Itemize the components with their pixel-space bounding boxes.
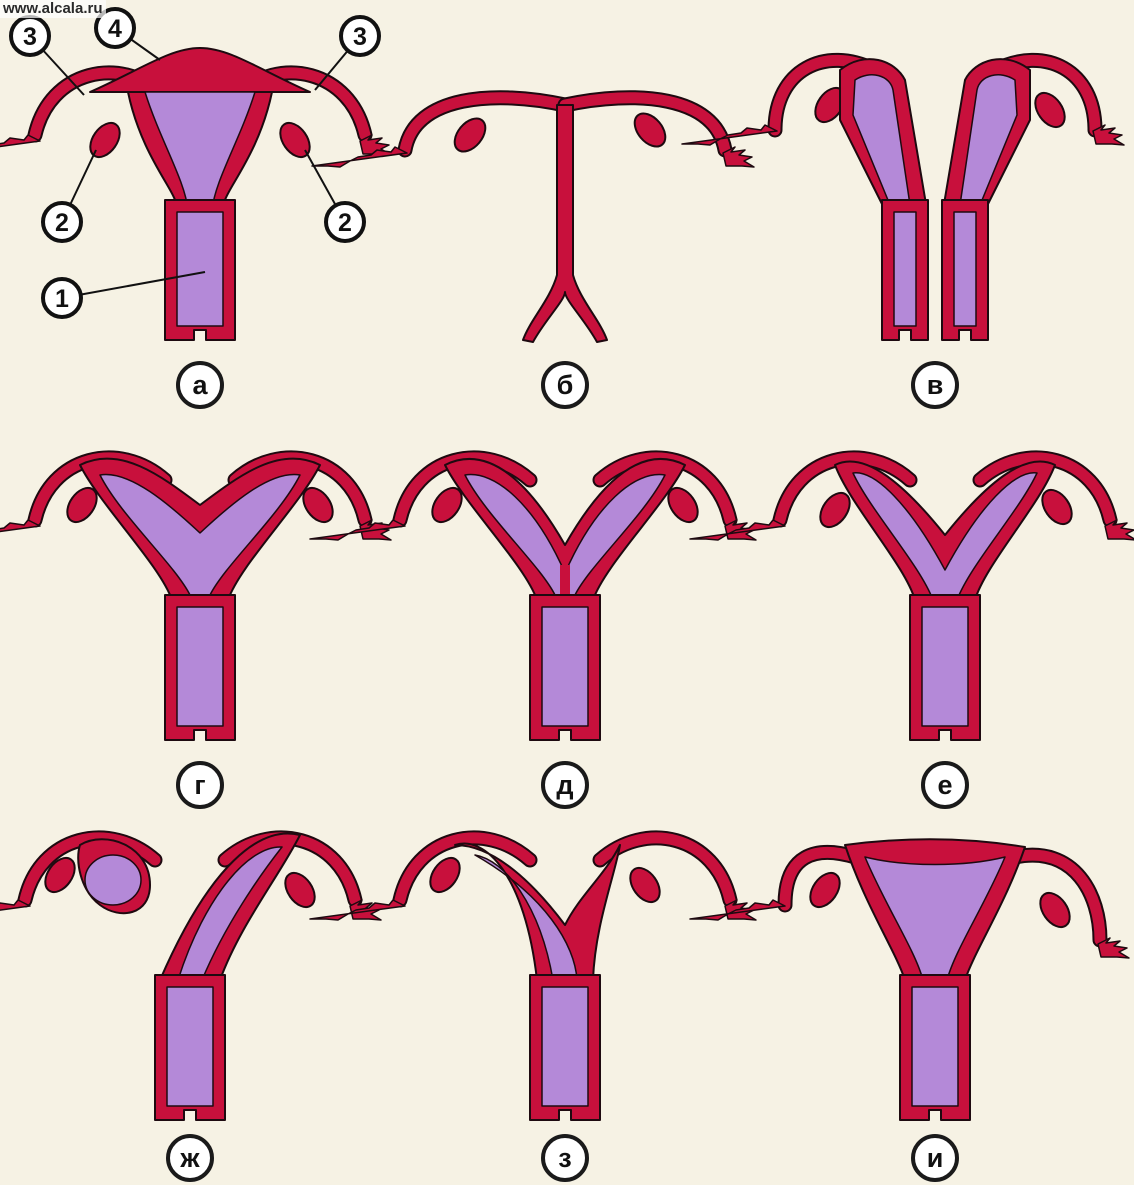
- vagina-cavity: [177, 212, 223, 326]
- label-text: г: [194, 770, 205, 800]
- right-vagina-cavity: [954, 212, 976, 326]
- vagina-cavity: [177, 607, 223, 726]
- label-text: е: [937, 770, 952, 800]
- panel-label-a: а: [178, 363, 222, 407]
- vagina-cavity: [167, 987, 213, 1106]
- callout-number: 1: [55, 285, 69, 313]
- panels-group: а б в г д е ж з и: [0, 48, 1134, 1180]
- left-vagina-cavity: [894, 212, 916, 326]
- panel-label-d: д: [543, 763, 587, 807]
- callout-number: 4: [108, 15, 122, 43]
- vagina-cavity: [912, 987, 958, 1106]
- label-text: и: [927, 1143, 944, 1173]
- callout-number: 3: [23, 23, 37, 51]
- callout-number: 2: [55, 209, 69, 237]
- callout-number: 3: [353, 23, 367, 51]
- vagina-cavity: [542, 607, 588, 726]
- label-text: з: [558, 1143, 571, 1173]
- label-text: ж: [179, 1143, 200, 1173]
- watermark-text: www.alcala.ru: [0, 0, 106, 18]
- rudimentary-horn-cavity: [85, 855, 141, 905]
- callout-number: 2: [338, 209, 352, 237]
- label-text: в: [927, 370, 944, 400]
- label-text: б: [557, 370, 574, 400]
- panel-label-g: г: [178, 763, 222, 807]
- panel-label-zh: ж: [168, 1136, 212, 1180]
- label-text: а: [192, 370, 208, 400]
- panel-label-b: б: [543, 363, 587, 407]
- vagina-cavity: [922, 607, 968, 726]
- panel-label-i: и: [913, 1136, 957, 1180]
- panel-label-e: е: [923, 763, 967, 807]
- panel-label-z: з: [543, 1136, 587, 1180]
- panel-label-v: в: [913, 363, 957, 407]
- label-text: д: [556, 770, 573, 800]
- vagina-cavity: [542, 987, 588, 1106]
